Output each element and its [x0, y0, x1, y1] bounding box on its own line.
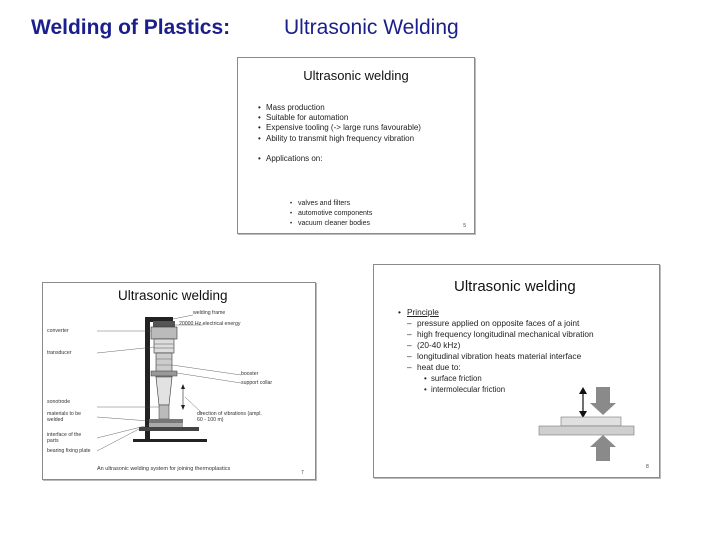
vibration-arrow-down: [579, 411, 587, 418]
sonotrode-tip: [158, 404, 170, 420]
label-fixing-plate: bearing fixing plate: [47, 448, 91, 454]
dash-item: high frequency longitudinal mechanical v…: [398, 329, 594, 340]
sub-bullet-item: surface friction: [398, 373, 594, 384]
slide-page-number: 5: [463, 223, 466, 229]
label-electrical-energy: 20000 Hz electrical energy: [179, 321, 241, 327]
label-booster: booster: [241, 371, 259, 377]
slide-page-number: 8: [646, 464, 649, 470]
dash-item: heat due to:: [398, 362, 594, 373]
slide-thumbnail-1[interactable]: Ultrasonic welding Mass production Suita…: [237, 57, 475, 234]
pressure-arrow-top-head: [590, 403, 616, 415]
workpiece-top: [149, 419, 183, 423]
converter-top: [153, 321, 175, 327]
bullet-item: Expensive tooling (-> large runs favoura…: [258, 123, 421, 133]
slide-page-number: 7: [301, 470, 304, 476]
slide-title: Ultrasonic welding: [454, 278, 576, 295]
workpiece-bottom: [149, 423, 183, 427]
header-title: Welding of Plastics:: [31, 16, 231, 39]
header-subtitle: Ultrasonic Welding: [284, 16, 459, 39]
slide-title: Ultrasonic welding: [303, 68, 409, 83]
label-support-collar: support collar: [241, 380, 273, 386]
bullet-list: Mass production Suitable for automation …: [258, 103, 421, 229]
transducer-body: [153, 338, 175, 354]
principle-list: Principle pressure applied on opposite f…: [398, 307, 594, 395]
dash-item-continuation-text: (20-40 kHz): [417, 340, 461, 350]
fixing-plate: [139, 427, 199, 431]
label-interface: interface of the parts: [47, 432, 82, 444]
slide-title: Ultrasonic welding: [118, 288, 228, 303]
slide-thumbnail-2[interactable]: Ultrasonic welding: [42, 282, 316, 480]
page-header: Welding of Plastics: Ultrasonic Welding: [31, 16, 459, 40]
bullet-item: Ability to transmit high frequency vibra…: [258, 134, 421, 144]
converter-body: [150, 326, 178, 340]
sub-bullet-item: vacuum cleaner bodies: [290, 219, 372, 229]
label-materials: materials to be welded: [47, 411, 82, 423]
label-converter: converter: [47, 328, 69, 334]
machine-base: [133, 439, 207, 442]
label-vibration-direction: direction of vibrations (ampl. 60 - 100 …: [197, 411, 262, 423]
slide-thumbnail-3[interactable]: Ultrasonic welding Principle pressure ap…: [373, 264, 660, 478]
welding-machine-diagram: [96, 314, 242, 452]
sub-bullet-list: valves and filters automotive components…: [278, 199, 372, 229]
vibration-arrow-up: [579, 387, 587, 394]
pressure-arrow-top-shaft: [596, 387, 610, 403]
sonotrode-horn: [155, 376, 173, 406]
bullet-item: Suitable for automation: [258, 113, 421, 123]
welding-frame-column: [145, 317, 150, 441]
applications-label: Applications on:: [266, 153, 323, 163]
sub-bullet-item: valves and filters: [290, 199, 372, 209]
label-welding-frame: welding frame: [193, 310, 226, 316]
welding-frame-arm: [145, 317, 173, 322]
principle-label: Principle: [407, 307, 439, 317]
upper-part: [560, 416, 622, 427]
bullet-principle: Principle: [398, 307, 594, 318]
bullet-item: Mass production: [258, 103, 421, 113]
lower-part: [538, 425, 635, 436]
dash-item-continuation: (20-40 kHz): [398, 340, 594, 351]
dash-item: pressure applied on opposite faces of a …: [398, 318, 594, 329]
dash-item: longitudinal vibration heats material in…: [398, 351, 594, 362]
pressure-arrow-bottom-shaft: [596, 447, 610, 461]
bullet-item-applications: Applications on: valves and filters auto…: [258, 153, 421, 229]
support-collar: [150, 370, 178, 377]
diagram-caption: An ultrasonic welding system for joining…: [97, 466, 231, 472]
label-transducer: transducer: [47, 350, 72, 356]
sub-bullet-item: intermolecular friction: [398, 384, 594, 395]
pressure-diagram: [538, 387, 635, 461]
label-sonotrode: sonotrode: [47, 399, 71, 405]
sub-bullet-item: automotive components: [290, 209, 372, 219]
pressure-arrow-bottom-head: [590, 435, 616, 447]
